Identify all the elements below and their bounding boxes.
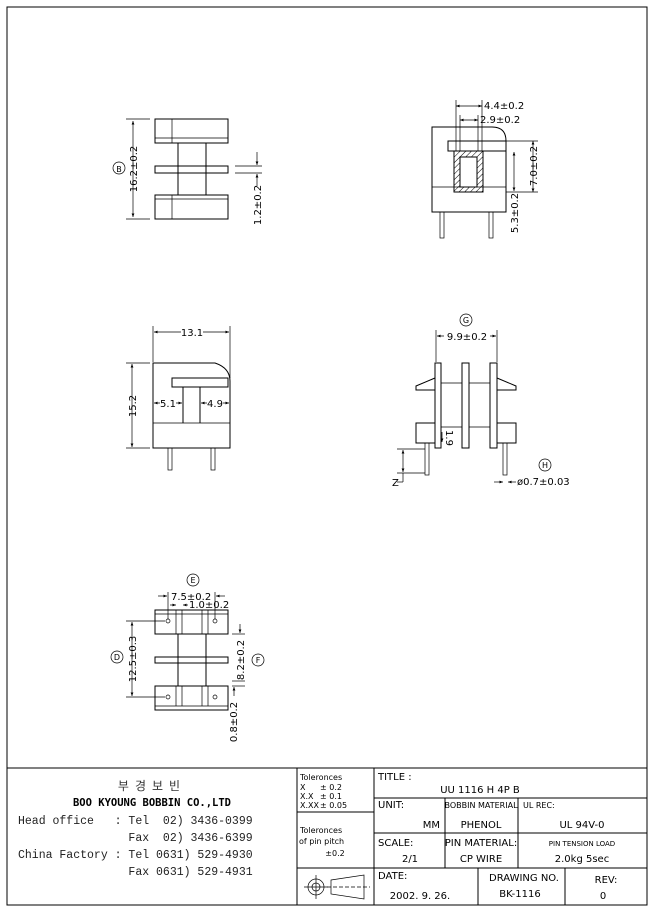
side-view: B 16.2±0.2 1.2±0.2 [112,118,264,225]
company-korean-name: 부경보빈 [118,779,186,793]
label-z: Z [392,478,399,489]
bobbin-material-label: BOBBIN MATERIAL [444,801,518,810]
contact-line: China Factory : Tel 0631) 529-4930 [18,849,253,862]
label-b: B [116,165,122,174]
contact-line: Fax 0631) 529-4931 [18,866,253,879]
tolerances-title: Toleronces [299,773,342,782]
tolerances: Toleronces X ± 0.2 X.X ± 0.1 X.XX ± 0.05… [299,773,347,858]
end-view: 9.9±0.2 G 1.9 Z H ø0.7±0.03 [392,313,570,489]
label-f: F [256,656,261,665]
tolerance-value: ± 0.05 [320,801,347,810]
pitch-tolerance-title: of pin pitch [299,837,344,846]
dim-13-1: 13.1 [181,328,203,339]
dim-7-5: 7.5±0.2 [171,592,211,603]
pitch-tolerance-value: ±0.2 [325,849,344,858]
label-h: H [542,461,548,470]
company-name: BOO KYOUNG BOBBIN CO.,LTD [73,797,231,809]
dim-0-8: 0.8±0.2 [229,702,240,742]
section-view: 4.4±0.2 2.9±0.2 7.0±0.2 5.3±0.2 [431,100,540,239]
dim-pin-diameter: ø0.7±0.03 [517,477,570,488]
date-value: 2002. 9. 26. [390,891,450,902]
front-view: 13.1 15.2 5.1 4.9 [126,325,231,471]
bottom-view: E 7.5±0.2 1.0±0.2 12.5±0.3 D 8.2±0.2 F 0… [110,573,265,742]
dim-5-1: 5.1 [160,399,176,410]
dim-12-5: 12.5±0.3 [128,636,139,683]
dim-1-0: 1.0±0.2 [189,600,229,611]
company-info: 부경보빈 BOO KYOUNG BOBBIN CO.,LTD Head offi… [18,779,253,879]
dim-4-4: 4.4±0.2 [484,101,524,112]
dim-15-2: 15.2 [128,395,139,417]
contact-line: Fax 02) 3436-6399 [18,832,253,845]
ul-label: UL REC: [523,801,555,810]
unit-label: UNIT: [378,800,404,811]
scale-value: 2/1 [402,854,418,865]
label-e: E [190,576,195,585]
ul-value: UL 94V-0 [559,820,604,831]
rev-label: REV: [595,875,618,886]
drawing-no-value: BK-1116 [499,889,540,900]
dim-4-9: 4.9 [207,399,223,410]
dim-16-2: 16.2±0.2 [129,146,140,193]
pin-tension-value: 2.0kg 5sec [555,854,609,865]
tolerance-value: ± 0.1 [320,792,342,801]
dim-1-9: 1.9 [443,430,454,446]
projection-symbol-icon [304,874,370,900]
dim-9-9: 9.9±0.2 [447,332,487,343]
dim-8-2: 8.2±0.2 [236,640,247,680]
drawing-no-label: DRAWING NO. [489,873,559,884]
label-g: G [463,316,469,325]
bobbin-material-value: PHENOL [461,820,502,831]
pin-material-label: PIN MATERIAL: [445,838,517,849]
dim-5-3: 5.3±0.2 [510,193,521,233]
pitch-tolerance-title: Toleronces [299,826,342,835]
pin-material-value: CP WIRE [460,854,502,865]
tolerance-key: X.X [300,792,314,801]
label-d: D [114,653,120,662]
title-block: 부경보빈 BOO KYOUNG BOBBIN CO.,LTD Head offi… [7,767,647,905]
drawing-border [6,6,648,906]
pin-tension-label: PIN TENSION LOAD [549,840,615,848]
tolerance-key: X [300,783,306,792]
title-label: TITLE : [377,772,412,783]
dim-7-0: 7.0±0.2 [529,146,540,186]
date-label: DATE: [378,871,407,882]
dim-1-2: 1.2±0.2 [253,185,264,225]
tolerance-key: X.XX [300,801,320,810]
drawing-title: UU 1116 H 4P B [440,785,520,796]
contact-line: Head office : Tel 02) 3436-0399 [18,815,253,828]
unit-value: MM [423,820,440,831]
rev-value: 0 [600,891,606,902]
dim-2-9: 2.9±0.2 [480,115,520,126]
scale-label: SCALE: [378,838,413,849]
tolerance-value: ± 0.2 [320,783,342,792]
